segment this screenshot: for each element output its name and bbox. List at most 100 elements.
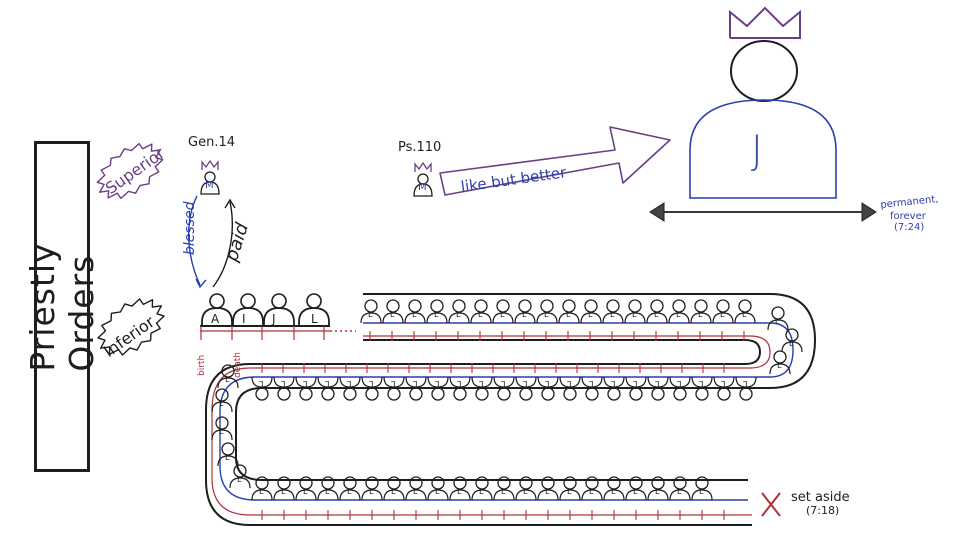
ref-7-18-label: (7:18) <box>806 504 840 517</box>
levite-head-12 <box>628 299 642 313</box>
levite-head-24 <box>387 387 401 401</box>
levite-letter-62: L <box>775 317 780 326</box>
king-crown <box>729 6 801 39</box>
inferior-badge <box>97 298 165 356</box>
levite-letter-55: L <box>567 487 572 496</box>
king-priest-figures <box>188 6 877 340</box>
patriarch-body-0 <box>201 307 233 325</box>
levite-letter-50: L <box>457 487 462 496</box>
levite-body-29 <box>493 376 515 388</box>
levite-head-40 <box>739 387 753 401</box>
levite-body-32 <box>559 376 581 388</box>
levite-head-26 <box>431 387 445 401</box>
levite-head-31 <box>541 387 555 401</box>
levite-body-34 <box>603 376 625 388</box>
levite-head-19 <box>277 387 291 401</box>
superior-badge <box>96 142 164 200</box>
levite-body-46 <box>361 489 383 501</box>
levite-body-1 <box>382 312 404 324</box>
levite-letter-69: L <box>237 475 242 484</box>
levite-letter-14: L <box>676 310 681 319</box>
levite-head-22 <box>343 387 357 401</box>
levite-body-69 <box>229 477 251 489</box>
levite-chain <box>219 322 794 501</box>
levite-body-0 <box>360 312 382 324</box>
levite-head-29 <box>497 387 511 401</box>
levite-head-62 <box>771 306 785 320</box>
levite-letter-22: L <box>347 379 352 388</box>
levite-head-30 <box>519 387 533 401</box>
levite-head-6 <box>496 299 510 313</box>
gen14-label: Gen.14 <box>188 135 235 150</box>
levite-body-6 <box>492 312 514 324</box>
levite-letter-61: L <box>699 487 704 496</box>
levite-body-50 <box>449 489 471 501</box>
levite-letter-33: L <box>589 379 594 388</box>
levite-letter-48: L <box>413 487 418 496</box>
set-aside-x-2 <box>761 492 781 517</box>
levite-head-59 <box>651 476 665 490</box>
levite-body-61 <box>691 489 713 501</box>
levite-body-53 <box>515 489 537 501</box>
levite-body-18 <box>251 376 273 388</box>
levite-head-18 <box>255 387 269 401</box>
levite-head-9 <box>562 299 576 313</box>
levite-letter-15: L <box>698 310 703 319</box>
melchizedek-gen14 <box>200 159 220 195</box>
levite-body-17 <box>734 312 756 324</box>
levite-body-62 <box>767 319 789 331</box>
levite-head-20 <box>299 387 313 401</box>
levite-letter-7: L <box>522 310 527 319</box>
levite-body-9 <box>558 312 580 324</box>
levite-head-10 <box>584 299 598 313</box>
levite-body-43 <box>295 489 317 501</box>
levite-letter-28: L <box>479 379 484 388</box>
levite-body-16 <box>712 312 734 324</box>
levite-letter-4: L <box>456 310 461 319</box>
levite-body-2 <box>404 312 426 324</box>
levite-head-7 <box>518 299 532 313</box>
levite-head-60 <box>673 476 687 490</box>
levite-letter-45: L <box>347 487 352 496</box>
levite-head-56 <box>585 476 599 490</box>
levite-letter-0: L <box>368 310 373 319</box>
levite-letter-5: L <box>478 310 483 319</box>
levite-head-23 <box>365 387 379 401</box>
levite-letter-51: L <box>479 487 484 496</box>
levite-letter-67: L <box>219 427 224 436</box>
king-letter: J <box>751 128 763 174</box>
levite-head-43 <box>299 476 313 490</box>
serpent-inner-upper <box>235 293 817 481</box>
levite-letter-47: L <box>391 487 396 496</box>
levite-letter-59: L <box>655 487 660 496</box>
badges <box>96 142 165 356</box>
levite-head-3 <box>430 299 444 313</box>
paid-arrowhead <box>224 198 236 209</box>
king-head <box>730 40 798 102</box>
levite-body-5 <box>470 312 492 324</box>
levite-letter-66: L <box>219 399 224 408</box>
levite-head-11 <box>606 299 620 313</box>
levite-letter-54: L <box>545 487 550 496</box>
levite-body-22 <box>339 376 361 388</box>
levite-letter-44: L <box>325 487 330 496</box>
levite-letter-11: L <box>610 310 615 319</box>
levite-body-12 <box>624 312 646 324</box>
levite-head-35 <box>629 387 643 401</box>
levite-letter-36: L <box>655 379 660 388</box>
patriarch-body-1 <box>232 307 264 325</box>
levite-letter-49: L <box>435 487 440 496</box>
levite-letter-3: L <box>434 310 439 319</box>
levite-letter-18: L <box>259 379 264 388</box>
ref-7-24-label: (7:24) <box>894 222 925 233</box>
title-box: Priestly Orders <box>23 141 101 472</box>
levite-body-27 <box>449 376 471 388</box>
levite-head-52 <box>497 476 511 490</box>
forever-label: forever <box>890 211 926 222</box>
levite-letter-53: L <box>523 487 528 496</box>
levite-letter-58: L <box>633 487 638 496</box>
levite-body-4 <box>448 312 470 324</box>
levite-body-38 <box>691 376 713 388</box>
patriarch-head-0 <box>209 293 225 309</box>
